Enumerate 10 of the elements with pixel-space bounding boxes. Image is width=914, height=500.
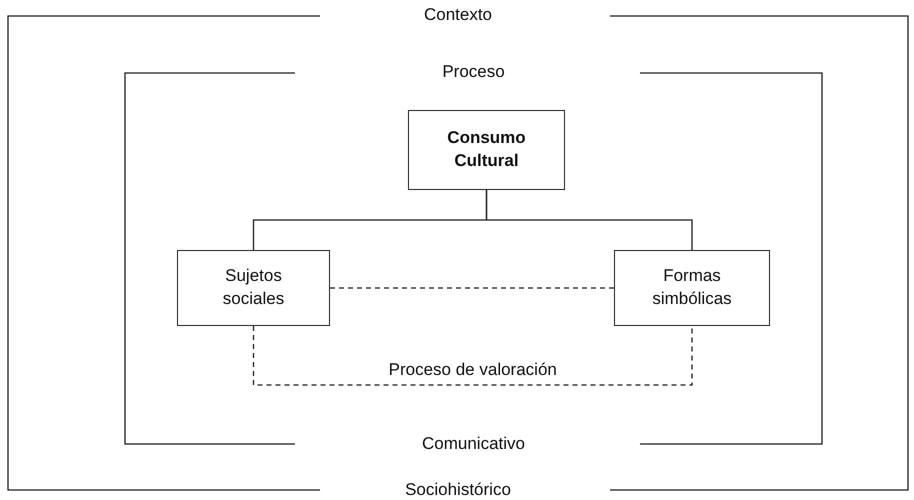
concept-box: Formas simbólicas	[614, 250, 770, 326]
dashed-connector	[252, 326, 693, 386]
concept-box: Sujetos sociales	[177, 250, 330, 326]
dashed-connector	[330, 287, 614, 289]
frame-label: Sociohistórico	[405, 480, 511, 500]
frame-label: Proceso	[442, 62, 505, 82]
connector-line	[486, 190, 693, 250]
frame-label: Comunicativo	[422, 434, 525, 454]
frame-label: Contexto	[424, 5, 492, 25]
concept-box: Consumo Cultural	[408, 110, 565, 190]
